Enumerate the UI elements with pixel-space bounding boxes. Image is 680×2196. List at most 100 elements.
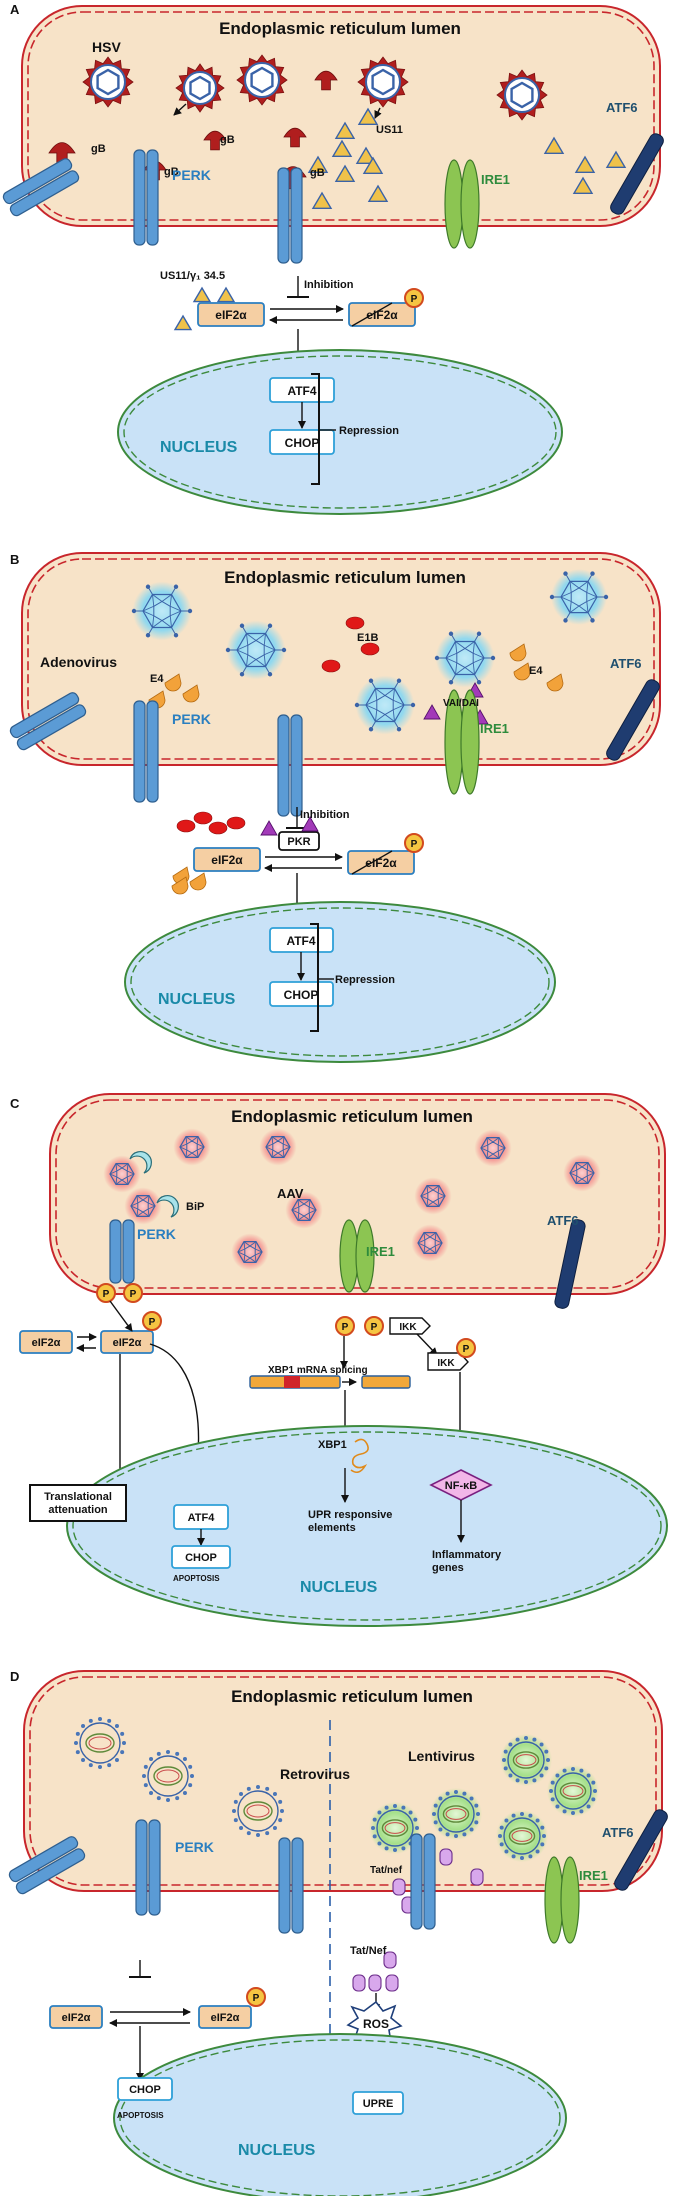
e4-protein — [546, 673, 564, 692]
label: Retrovirus — [280, 1766, 350, 1782]
viral-envelope — [554, 1772, 592, 1810]
capsid-edge — [255, 659, 266, 667]
virion-glow — [231, 1233, 269, 1271]
tatnef-protein — [470, 1868, 484, 1886]
label: P — [463, 1344, 470, 1355]
capsid-edge — [309, 1209, 317, 1214]
capsid-edge — [130, 1202, 138, 1207]
capsid-edge — [170, 610, 182, 617]
us11-protein — [362, 156, 384, 174]
nucleus-envelope — [124, 901, 556, 1063]
envelope-spike — [246, 1831, 251, 1836]
membrane-receptor-side — [8, 1836, 86, 1895]
viral-envelope — [237, 1790, 279, 1832]
label: ATF6 — [547, 1213, 579, 1228]
virion-glow — [563, 1154, 601, 1192]
viral-genome — [445, 1808, 467, 1820]
label: Repression — [339, 425, 399, 437]
eif2a-box — [197, 302, 265, 327]
perk-receptor — [277, 714, 290, 817]
capsid-edge — [297, 1199, 300, 1208]
capsid-edge — [271, 1136, 274, 1145]
capsid-edge — [473, 652, 485, 659]
envelope-spike — [539, 1773, 544, 1778]
label: B — [10, 552, 19, 567]
label: ATF4 — [287, 384, 316, 398]
eif2a-p-box — [198, 2005, 252, 2029]
capsid-edge — [586, 596, 598, 602]
envelope-spike — [239, 1825, 244, 1830]
envelope-spike — [75, 1750, 80, 1755]
ire1-receptor — [355, 1219, 375, 1293]
envelope-spike — [550, 1780, 555, 1785]
viral-core — [442, 1805, 470, 1823]
label: gB — [220, 134, 235, 146]
capsid-edge — [309, 1206, 317, 1211]
capsid-edge — [271, 1152, 279, 1158]
envelope-spike — [74, 1741, 78, 1745]
capsid-edge — [291, 1206, 299, 1211]
label: gB — [310, 167, 325, 179]
label: eIF2α — [32, 1337, 61, 1349]
capsid-edge — [569, 605, 580, 613]
viral-envelope — [507, 1741, 545, 1779]
adenovirus-fiber-knob — [490, 655, 496, 661]
virion-glow — [173, 1128, 211, 1166]
capsid-edge — [435, 1239, 443, 1244]
capsid-edge — [265, 1146, 273, 1151]
capsid-edge — [497, 1137, 500, 1146]
capsid-edge — [263, 633, 266, 646]
pkr-box — [278, 831, 320, 851]
receptor-bar — [8, 1836, 79, 1883]
us11-protein — [334, 121, 356, 139]
ikk-box — [427, 1352, 469, 1371]
adenovirus-fiber-knob — [603, 594, 609, 600]
capsid-edge — [185, 1149, 188, 1158]
label: gB — [164, 166, 179, 178]
hsv-capsid — [510, 81, 534, 109]
envelope-spike — [88, 1718, 93, 1723]
capsid-edge — [185, 1152, 193, 1158]
envelope-spike — [474, 1820, 479, 1825]
envelope-spike — [469, 1796, 474, 1801]
envelope-spike — [120, 1731, 125, 1736]
envelope-spike — [190, 1774, 194, 1778]
envelope-spike — [256, 1833, 260, 1837]
receptor-bar — [16, 704, 87, 751]
envelope-spike — [122, 1741, 126, 1745]
label: VAI/DAI — [443, 698, 479, 709]
envelope-spike — [474, 1803, 479, 1808]
capsid-edge — [586, 1175, 589, 1184]
label: Repression — [335, 974, 395, 986]
label: Tat/nef — [370, 1865, 403, 1876]
capsid-edge — [426, 1198, 429, 1207]
hsv-capsid — [96, 68, 120, 96]
capsid-edge — [393, 699, 405, 706]
adenovirus-fiber-knob — [267, 672, 273, 677]
hsv-capsid — [189, 75, 211, 101]
nucleus-envelope-inner — [123, 355, 557, 509]
virion-glow — [103, 1155, 141, 1193]
capsid-edge — [423, 1248, 431, 1254]
label: CHOP — [129, 2084, 161, 2096]
envelope-spike — [433, 1820, 438, 1825]
phospho-badge — [246, 1987, 266, 2007]
label-line: UPR responsive — [308, 1509, 392, 1521]
capsid-edge — [575, 1162, 578, 1171]
perk-receptor — [278, 1837, 291, 1934]
envelope-spike — [454, 1834, 458, 1838]
envelope-spike — [515, 1778, 520, 1783]
hsv-capsid — [250, 66, 274, 94]
label: ATF6 — [602, 1825, 634, 1840]
label-line: elements — [308, 1522, 356, 1534]
capsid-edge — [480, 1144, 488, 1149]
envelope-spike — [532, 1737, 537, 1742]
envelope-spike — [182, 1790, 187, 1795]
viral-genome — [156, 1769, 180, 1783]
envelope-spike — [499, 1825, 504, 1830]
label: ATF4 — [188, 1512, 216, 1524]
adenovirus-fiber-knob — [145, 584, 151, 589]
